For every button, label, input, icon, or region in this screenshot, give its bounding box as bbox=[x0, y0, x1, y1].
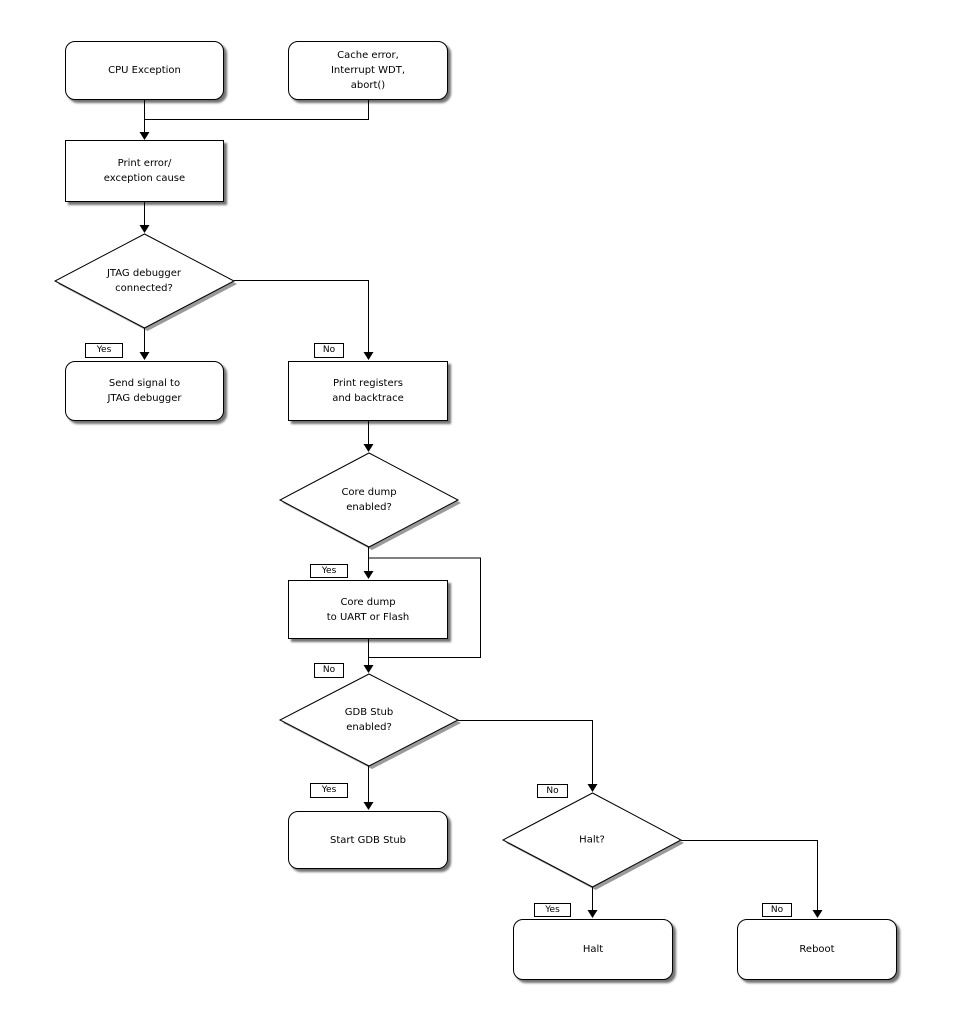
arrowheads bbox=[139, 132, 823, 918]
node-print-error-label: Print error/ exception cause bbox=[103, 158, 186, 184]
node-print-registers: Print registers and backtrace bbox=[288, 361, 448, 421]
node-cpu-exception-label: CPU Exception bbox=[108, 65, 181, 76]
edge-tag-coredump-yes: Yes bbox=[310, 564, 348, 578]
node-reboot: Reboot bbox=[737, 919, 897, 980]
edge-jtag-no bbox=[234, 280, 369, 358]
node-core-dump: Core dump to UART or Flash bbox=[288, 580, 448, 639]
diamond-shadows bbox=[58, 237, 684, 890]
node-send-signal-label: Send signal to JTAG debugger bbox=[107, 378, 182, 404]
edge-gdbq-no bbox=[458, 720, 593, 790]
node-cache-error-label: Cache error, Interrupt WDT, abort() bbox=[330, 50, 406, 91]
node-start-gdb-stub: Start GDB Stub bbox=[288, 811, 448, 869]
connectors bbox=[144, 100, 818, 916]
node-print-error: Print error/ exception cause bbox=[65, 140, 224, 202]
node-halt-label: Halt bbox=[582, 944, 604, 955]
edge-coredump-bypass bbox=[368, 557, 481, 658]
edge-haltq-no bbox=[681, 840, 818, 916]
decision-diamonds bbox=[53, 233, 683, 888]
node-halt: Halt bbox=[513, 919, 673, 980]
edge-tag-gdb-no: No bbox=[537, 784, 568, 798]
edge-tag-jtag-yes: Yes bbox=[85, 343, 123, 358]
diamond-halt-question-label: Halt? bbox=[579, 834, 605, 846]
edge-tag-coredump-no: No bbox=[314, 663, 344, 678]
node-cpu-exception: CPU Exception bbox=[65, 41, 224, 100]
node-start-gdb-stub-label: Start GDB Stub bbox=[329, 834, 407, 846]
edge-tag-halt-no: No bbox=[762, 903, 792, 917]
node-core-dump-label: Core dump to UART or Flash bbox=[326, 596, 410, 623]
edge-tag-jtag-no: No bbox=[314, 343, 344, 358]
edge-tag-halt-yes: Yes bbox=[534, 903, 571, 917]
node-send-signal: Send signal to JTAG debugger bbox=[65, 361, 224, 421]
edge-tag-gdb-yes: Yes bbox=[310, 783, 348, 798]
edge-cache-to-join bbox=[144, 100, 369, 120]
node-reboot-label: Reboot bbox=[799, 944, 835, 955]
diamond-core-dump-enabled-label: Core dump enabled? bbox=[341, 487, 397, 513]
diamond-jtag-connected-label: JTAG debugger connected? bbox=[106, 268, 182, 294]
node-print-registers-label: Print registers and backtrace bbox=[332, 378, 404, 404]
node-cache-error: Cache error, Interrupt WDT, abort() bbox=[288, 41, 448, 100]
diamond-gdb-stub-enabled-label: GDB Stub enabled? bbox=[344, 707, 394, 733]
